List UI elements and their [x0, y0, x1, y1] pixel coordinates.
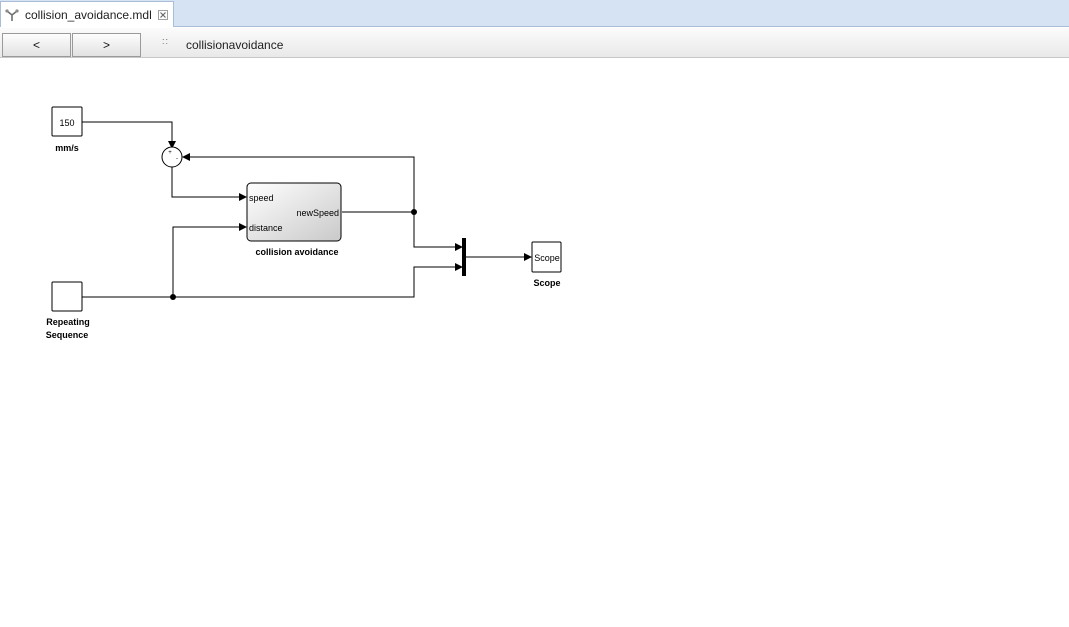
breadcrumb[interactable]: collisionavoidance — [186, 38, 284, 52]
editor-tab-bar: collision_avoidance.mdl — [0, 0, 1069, 27]
sum-sign-minus: - — [176, 156, 178, 162]
close-icon[interactable] — [158, 10, 168, 20]
scope-block-name: Scope — [533, 278, 560, 288]
signal-line-branch-to-distance[interactable] — [172, 223, 247, 297]
sum-block[interactable]: + - — [161, 146, 183, 168]
signal-line-feedback-to-sum[interactable] — [182, 153, 415, 212]
model-file-icon — [5, 9, 19, 21]
navigation-toolbar: < > :: collisionavoidance — [0, 28, 1069, 58]
signal-line-newspeed-to-mux[interactable] — [413, 212, 463, 251]
branch-point-repeating — [170, 294, 176, 300]
signal-line-constant-to-sum[interactable] — [82, 121, 176, 149]
block-diagram: 150 mm/s + - speed distance newSpeed col… — [46, 106, 562, 340]
subsystem-input-distance: distance — [249, 223, 283, 233]
back-button[interactable]: < — [2, 33, 71, 57]
constant-value: 150 — [59, 118, 74, 128]
collision-avoidance-subsystem[interactable]: speed distance newSpeed — [246, 182, 342, 242]
file-tab-title: collision_avoidance.mdl — [25, 8, 152, 22]
scope-inner-label: Scope — [534, 253, 560, 263]
constant-block[interactable]: 150 — [51, 106, 83, 137]
repeating-sequence-name-line1: Repeating — [46, 317, 90, 327]
scope-block[interactable]: Scope — [531, 241, 562, 273]
constant-block-name: mm/s — [55, 143, 79, 153]
repeating-sequence-block[interactable] — [51, 281, 83, 312]
signal-line-sum-to-speed[interactable] — [171, 167, 247, 201]
subsystem-output-newspeed: newSpeed — [296, 208, 339, 218]
subsystem-block-name: collision avoidance — [255, 247, 338, 257]
subsystem-input-speed: speed — [249, 193, 274, 203]
model-canvas[interactable]: 150 mm/s + - speed distance newSpeed col… — [0, 58, 1069, 622]
repeating-sequence-name-line2: Sequence — [46, 330, 89, 340]
signal-line-repeating-out[interactable] — [82, 263, 463, 298]
forward-button[interactable]: > — [72, 33, 141, 57]
branch-point-newspeed — [411, 209, 417, 215]
mux-block[interactable] — [462, 238, 466, 276]
sum-sign-plus: + — [168, 150, 172, 156]
file-tab[interactable]: collision_avoidance.mdl — [0, 1, 174, 27]
grip-icon: :: — [162, 36, 170, 46]
